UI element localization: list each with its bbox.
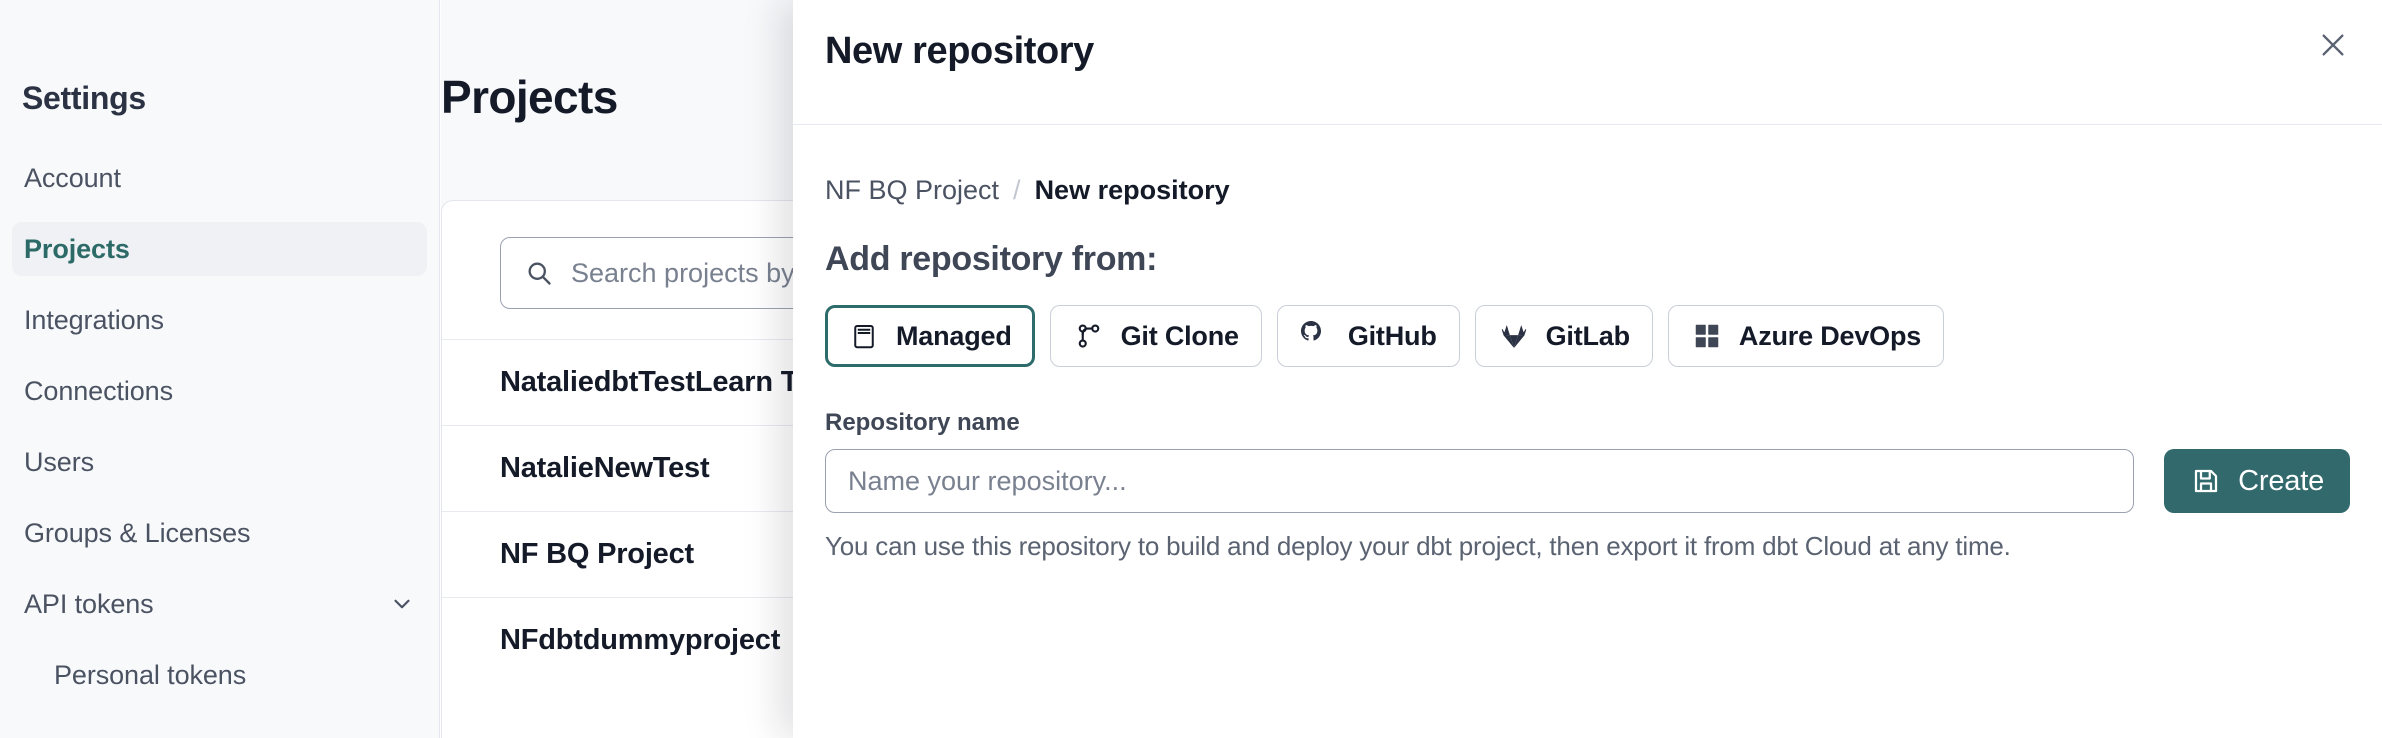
new-repository-panel: New repository NF BQ Project / New repos…: [793, 0, 2382, 738]
sidebar-item-label: Projects: [24, 234, 130, 265]
sidebar-title: Settings: [0, 0, 439, 117]
github-icon: [1300, 320, 1332, 352]
sidebar-item-connections[interactable]: Connections: [12, 364, 427, 418]
source-button-label: GitHub: [1348, 321, 1437, 352]
project-name: NataliedbtTestLearn T: [500, 366, 798, 399]
source-button-label: Managed: [896, 321, 1012, 352]
project-name: NatalieNewTest: [500, 452, 709, 485]
source-button-managed[interactable]: Managed: [825, 305, 1035, 367]
modal-header: New repository: [793, 0, 2382, 125]
sidebar-item-personal-tokens[interactable]: Personal tokens: [12, 648, 427, 702]
settings-sidebar: Settings AccountProjectsIntegrationsConn…: [0, 0, 440, 738]
source-button-git-clone[interactable]: Git Clone: [1050, 305, 1262, 367]
repository-helper-text: You can use this repository to build and…: [825, 531, 2350, 562]
sidebar-item-label: Personal tokens: [54, 660, 246, 691]
source-button-gitlab[interactable]: GitLab: [1475, 305, 1653, 367]
repository-name-label: Repository name: [825, 409, 2350, 437]
source-button-label: Azure DevOps: [1739, 321, 1921, 352]
add-repository-heading: Add repository from:: [825, 240, 2350, 279]
sidebar-item-integrations[interactable]: Integrations: [12, 293, 427, 347]
gitlab-icon: [1498, 320, 1530, 352]
managed-repo-icon: [848, 320, 880, 352]
sidebar-nav: AccountProjectsIntegrationsConnectionsUs…: [0, 151, 439, 702]
chevron-down-icon[interactable]: [389, 591, 415, 617]
create-button-label: Create: [2238, 465, 2324, 498]
azure-devops-icon: [1691, 320, 1723, 352]
modal-body: NF BQ Project / New repository Add repos…: [793, 125, 2382, 562]
repository-source-options: Managed Git Clone GitHub GitLab Azure DevOps: [825, 305, 2350, 367]
repository-name-input[interactable]: [825, 449, 2134, 513]
sidebar-item-api-tokens[interactable]: API tokens: [12, 577, 427, 631]
sidebar-item-label: Groups & Licenses: [24, 518, 250, 549]
sidebar-item-label: Integrations: [24, 305, 164, 336]
create-button[interactable]: Create: [2164, 449, 2350, 513]
sidebar-item-account[interactable]: Account: [12, 151, 427, 205]
git-clone-icon: [1073, 320, 1105, 352]
save-icon: [2190, 465, 2222, 497]
breadcrumb: NF BQ Project / New repository: [825, 175, 2350, 206]
source-button-azure-devops[interactable]: Azure DevOps: [1668, 305, 1944, 367]
source-button-github[interactable]: GitHub: [1277, 305, 1460, 367]
sidebar-item-label: Connections: [24, 376, 173, 407]
sidebar-item-label: API tokens: [24, 589, 154, 620]
breadcrumb-parent[interactable]: NF BQ Project: [825, 175, 999, 206]
source-button-label: Git Clone: [1121, 321, 1239, 352]
sidebar-item-users[interactable]: Users: [12, 435, 427, 489]
breadcrumb-separator: /: [1013, 175, 1021, 206]
sidebar-item-groups-licenses[interactable]: Groups & Licenses: [12, 506, 427, 560]
project-name: NF BQ Project: [500, 538, 694, 571]
repository-name-row: Create: [825, 449, 2350, 513]
sidebar-item-projects[interactable]: Projects: [12, 222, 427, 276]
sidebar-item-label: Account: [24, 163, 121, 194]
source-button-label: GitLab: [1546, 321, 1630, 352]
sidebar-item-label: Users: [24, 447, 94, 478]
modal-title: New repository: [825, 30, 1094, 73]
search-icon: [523, 257, 555, 289]
project-name: NFdbtdummyproject: [500, 624, 780, 657]
breadcrumb-current: New repository: [1035, 175, 1230, 206]
close-icon[interactable]: [2310, 22, 2356, 68]
